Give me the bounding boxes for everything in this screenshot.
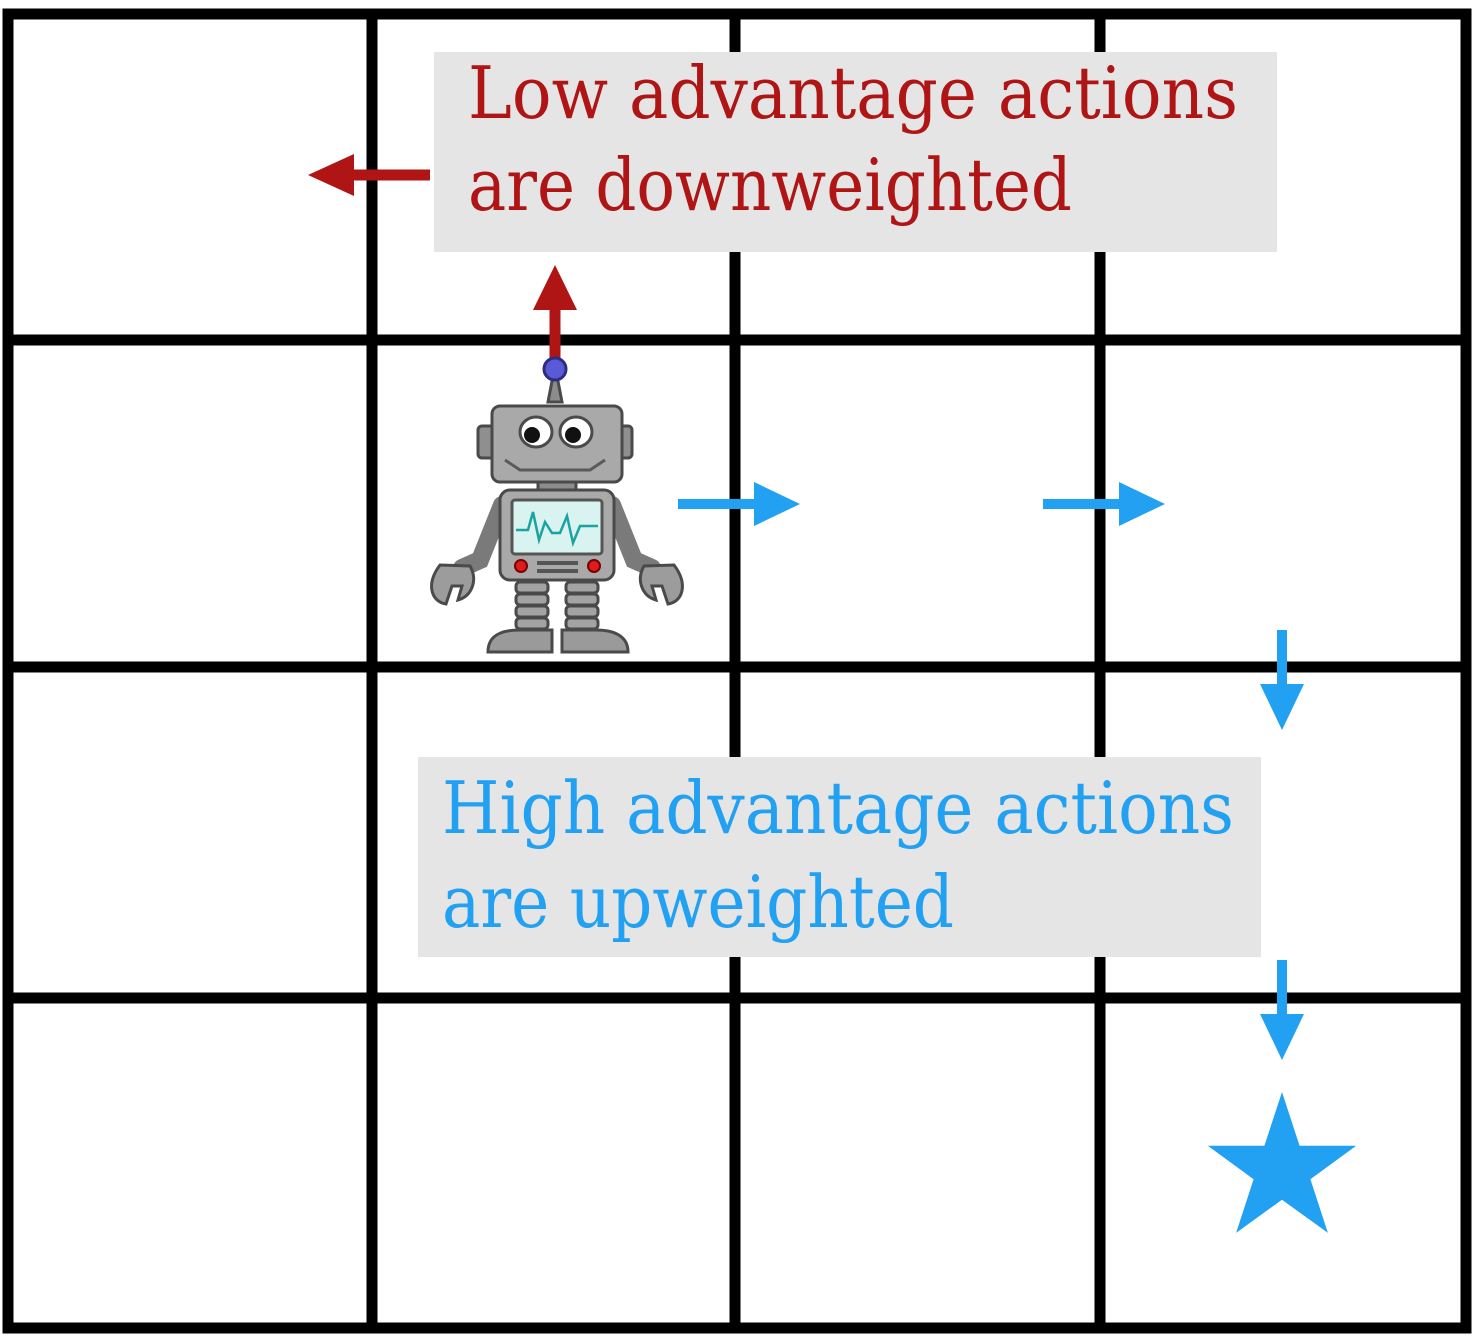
low-advantage-label-box (434, 52, 1277, 252)
high-advantage-label-line1: High advantage actions (442, 766, 1234, 850)
high-advantage-arrow-down-2 (1260, 960, 1304, 1060)
robot-icon (430, 356, 684, 654)
high-advantage-arrow-down-1 (1260, 630, 1304, 730)
low-advantage-arrow-left (308, 154, 430, 196)
goal-star-icon (1207, 1092, 1357, 1233)
high-advantage-label-line2: are upweighted (442, 860, 954, 944)
high-advantage-arrow-right-2 (1043, 482, 1165, 526)
low-advantage-label-line2: are downweighted (468, 143, 1072, 227)
high-advantage-label-box (418, 757, 1261, 957)
low-advantage-label-line1: Low advantage actions (468, 51, 1238, 135)
high-advantage-arrow-right-1 (678, 482, 800, 526)
